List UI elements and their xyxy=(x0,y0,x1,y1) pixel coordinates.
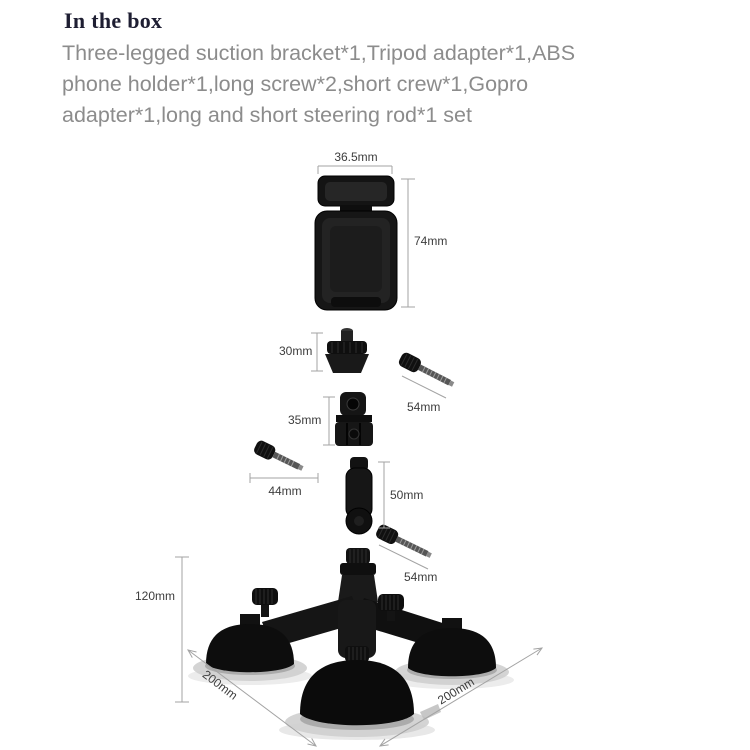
tripod-adapter-image xyxy=(325,328,369,373)
description-line-1: Three-legged suction bracket*1,Tripod ad… xyxy=(62,41,576,65)
dim-label-short-screw-length: 44mm xyxy=(268,484,302,498)
dim-label-long-screw-top-length: 54mm xyxy=(407,400,441,414)
short-screw-image xyxy=(254,440,304,471)
description-line-3: adapter*1,long and short steering rod*1 … xyxy=(62,103,472,127)
dim-label-base-height: 120mm xyxy=(135,589,176,603)
long-screw-top-image xyxy=(398,352,455,387)
dim-label-phone-holder-height: 74mm xyxy=(414,234,448,248)
steering-rod-image xyxy=(345,457,373,535)
dim-label-phone-holder-width: 36.5mm xyxy=(334,150,378,164)
phone-holder-image xyxy=(314,175,398,311)
description-line-2: phone holder*1,long screw*2,short crew*1… xyxy=(62,72,529,96)
dim-label-long-screw-bottom-length: 54mm xyxy=(404,570,438,584)
dim-label-tripod-adapter-height: 30mm xyxy=(279,344,313,358)
dim-label-gopro-adapter-height: 35mm xyxy=(288,413,322,427)
box-contents-description: Three-legged suction bracket*1,Tripod ad… xyxy=(62,38,722,131)
dim-label-steering-rod-length: 50mm xyxy=(390,488,424,502)
page-title: In the box xyxy=(64,8,163,33)
gopro-adapter-image xyxy=(335,392,373,446)
long-screw-bottom-image xyxy=(376,524,432,558)
